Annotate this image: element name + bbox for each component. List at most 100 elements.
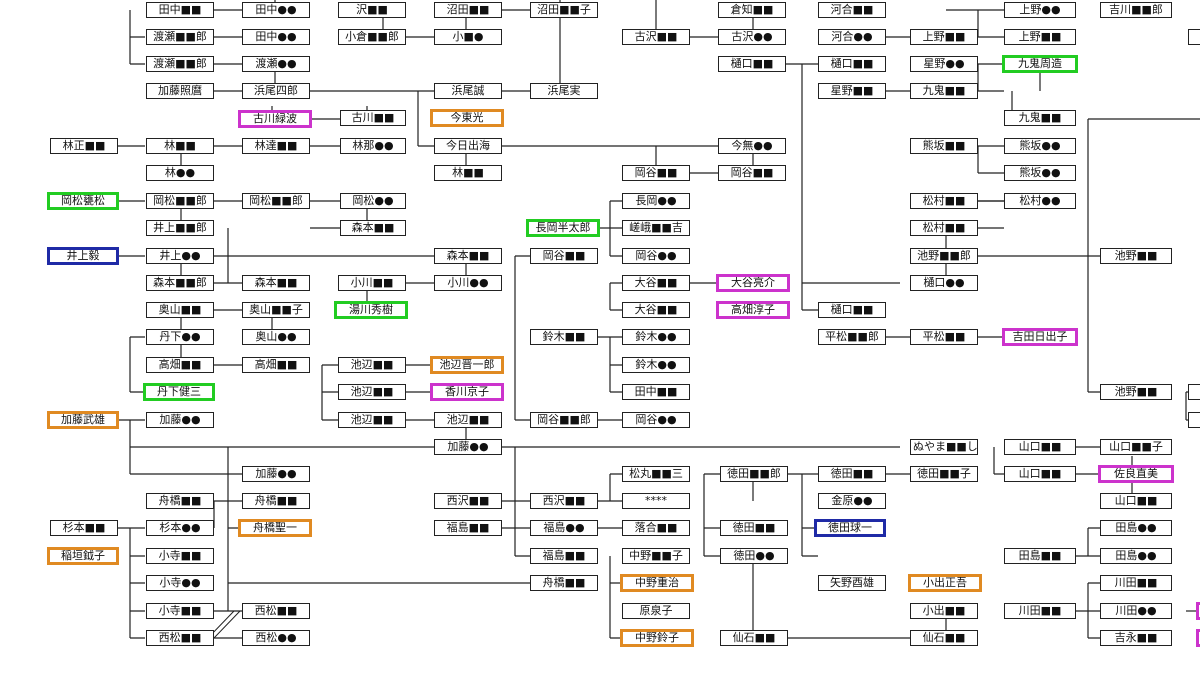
person-box[interactable]: 星野■■	[818, 83, 886, 99]
person-box[interactable]: 林達■■	[242, 138, 310, 154]
person-box[interactable]: 池辺■■	[338, 384, 406, 400]
person-box-highlighted[interactable]: 高畑淳子	[716, 301, 790, 319]
person-box[interactable]: 落合■■	[622, 520, 690, 536]
person-box[interactable]: 河合●●	[818, 29, 886, 45]
person-box[interactable]: 古沢■■	[622, 29, 690, 45]
person-box[interactable]: 熊坂■■	[910, 138, 978, 154]
person-box[interactable]: 加藤照麿	[146, 83, 214, 99]
person-box-cropped[interactable]	[1188, 412, 1200, 428]
person-box[interactable]: 岡松■■郎	[242, 193, 310, 209]
person-box-highlighted[interactable]: 丹下健三	[143, 383, 215, 401]
person-box[interactable]: 高畑■■	[146, 357, 214, 373]
person-box[interactable]: 樋口■■	[818, 302, 886, 318]
person-box[interactable]: 小■●	[434, 29, 502, 45]
person-box-highlighted[interactable]: 稲垣鉞子	[47, 547, 119, 565]
person-box-cropped[interactable]	[1188, 384, 1200, 400]
person-box[interactable]: 山口■■	[1100, 493, 1172, 509]
person-box[interactable]: 山口■■子	[1100, 439, 1172, 455]
person-box[interactable]: 河合■■	[818, 2, 886, 18]
person-box[interactable]: 鈴木●●	[622, 329, 690, 345]
person-box[interactable]: 平松■■	[910, 329, 978, 345]
person-box[interactable]: 舟橋■■	[530, 575, 598, 591]
person-box[interactable]: 上野■■	[1004, 29, 1076, 45]
person-box[interactable]: 杉本■■	[50, 520, 118, 536]
person-box[interactable]: 鈴木●●	[622, 357, 690, 373]
person-box[interactable]: 吉永■■	[1100, 630, 1172, 646]
person-box[interactable]: 仙石■■	[720, 630, 788, 646]
person-box[interactable]: 松村■■	[910, 193, 978, 209]
person-box-highlighted[interactable]: 岡松甕松	[47, 192, 119, 210]
person-box-cropped-highlighted[interactable]	[1196, 629, 1200, 647]
person-box[interactable]: 松村■■	[910, 220, 978, 236]
person-box[interactable]: 池辺■■	[338, 357, 406, 373]
person-box[interactable]: 池辺■■	[338, 412, 406, 428]
person-box[interactable]: 杉本●●	[146, 520, 214, 536]
person-box[interactable]: 田島●●	[1100, 520, 1172, 536]
person-box[interactable]: 渡瀬●●	[242, 56, 310, 72]
person-box[interactable]: 池辺■■	[434, 412, 502, 428]
person-box[interactable]: 福島■■	[530, 548, 598, 564]
person-box-cropped-highlighted[interactable]	[1196, 602, 1200, 620]
person-box[interactable]: 田中●●	[242, 29, 310, 45]
person-box[interactable]: 森本■■	[434, 248, 502, 264]
person-box[interactable]: 熊坂●●	[1004, 138, 1076, 154]
person-box[interactable]: 徳田■■	[720, 520, 788, 536]
person-box[interactable]: 舟橋■■	[242, 493, 310, 509]
person-box[interactable]: 渡瀬■■郎	[146, 56, 214, 72]
person-box[interactable]: 加藤●●	[242, 466, 310, 482]
person-box[interactable]: 奥山■■子	[242, 302, 310, 318]
person-box[interactable]: 池野■■郎	[910, 248, 978, 264]
person-box[interactable]: 岡谷■■郎	[530, 412, 598, 428]
person-box[interactable]: 田島■■	[1004, 548, 1076, 564]
person-box[interactable]: 池野■■	[1100, 384, 1172, 400]
person-box[interactable]: 沼田■■子	[530, 2, 598, 18]
person-box[interactable]: 小川●●	[434, 275, 502, 291]
person-box[interactable]: 原泉子	[622, 603, 690, 619]
person-box[interactable]: 星野●●	[910, 56, 978, 72]
person-box[interactable]: 吉川■■郎	[1100, 2, 1172, 18]
person-box[interactable]: 岡谷■■	[622, 165, 690, 181]
person-box[interactable]: 西沢■■	[434, 493, 502, 509]
person-box-highlighted[interactable]: 加藤武雄	[47, 411, 119, 429]
person-box-highlighted[interactable]: 古川緑波	[238, 110, 312, 128]
person-box[interactable]: 大谷■■	[622, 302, 690, 318]
person-box[interactable]: 小寺■■	[146, 548, 214, 564]
person-box-highlighted[interactable]: 中野重治	[620, 574, 694, 592]
person-box[interactable]: 樋口●●	[910, 275, 978, 291]
person-box[interactable]: 上野●●	[1004, 2, 1076, 18]
person-box[interactable]: 奥山■■	[146, 302, 214, 318]
person-box[interactable]: ****	[622, 493, 690, 509]
person-box-highlighted[interactable]: 大谷亮介	[716, 274, 790, 292]
person-box-highlighted[interactable]: 小出正吾	[908, 574, 982, 592]
person-box[interactable]: 樋口■■	[718, 56, 786, 72]
person-box[interactable]: 浜尾誠	[434, 83, 502, 99]
person-box[interactable]: 小寺●●	[146, 575, 214, 591]
person-box[interactable]: 西沢■■	[530, 493, 598, 509]
person-box[interactable]: 奥山●●	[242, 329, 310, 345]
person-box[interactable]: 中野■■子	[622, 548, 690, 564]
person-box[interactable]: 井上●●	[146, 248, 214, 264]
person-box[interactable]: 九鬼■■	[910, 83, 978, 99]
person-box[interactable]: 林那●●	[340, 138, 406, 154]
person-box-highlighted[interactable]: 九鬼周造	[1002, 55, 1078, 73]
person-box[interactable]: 森本■■	[340, 220, 406, 236]
person-box[interactable]: 古沢●●	[718, 29, 786, 45]
person-box[interactable]: 舟橋■■	[146, 493, 214, 509]
person-box[interactable]: 小出■■	[910, 603, 978, 619]
person-box[interactable]: 山口■■	[1004, 466, 1076, 482]
person-box[interactable]: 田中■■	[146, 2, 214, 18]
person-box-highlighted[interactable]: 湯川秀樹	[334, 301, 408, 319]
person-box[interactable]: 松丸■■三	[622, 466, 690, 482]
person-box[interactable]: 徳田■■子	[910, 466, 978, 482]
person-box[interactable]: 徳田●●	[720, 548, 788, 564]
person-box[interactable]: 岡松■■郎	[146, 193, 214, 209]
person-box[interactable]: 林●●	[146, 165, 214, 181]
person-box[interactable]: 森本■■	[242, 275, 310, 291]
person-box[interactable]: 仙石■■	[910, 630, 978, 646]
person-box[interactable]: 長岡●●	[622, 193, 690, 209]
person-box[interactable]: 倉知■■	[718, 2, 786, 18]
person-box[interactable]: 池野■■	[1100, 248, 1172, 264]
person-box[interactable]: 福島■■	[434, 520, 502, 536]
person-box[interactable]: 渡瀬■■郎	[146, 29, 214, 45]
person-box[interactable]: 小寺■■	[146, 603, 214, 619]
